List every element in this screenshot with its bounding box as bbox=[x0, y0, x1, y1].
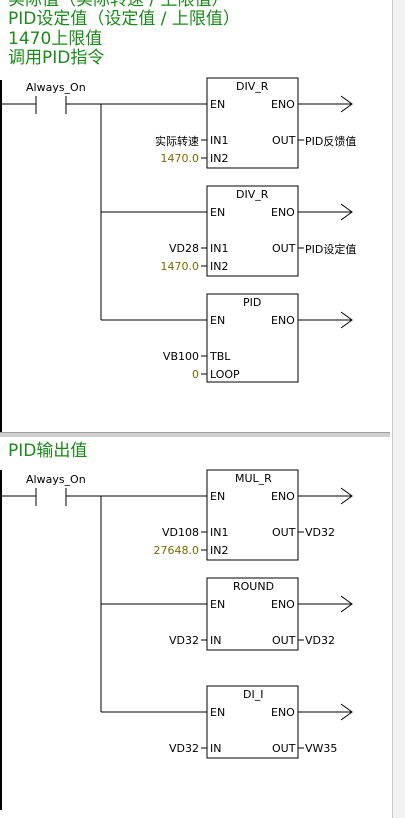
network2-contact[interactable] bbox=[2, 488, 207, 506]
round-en: EN bbox=[210, 598, 226, 611]
mul-in2-pin: IN2 bbox=[210, 544, 229, 557]
mul-in2-operand[interactable]: 27648.0 bbox=[153, 544, 200, 557]
block2-title: DIV_R bbox=[236, 188, 269, 201]
network1-comment-line2: 1470上限值 bbox=[8, 29, 103, 49]
network2-contact-label: Always_On bbox=[26, 473, 86, 486]
block1-out-operand[interactable]: PID反馈值 bbox=[305, 135, 357, 148]
di-i-eno: ENO bbox=[271, 706, 295, 719]
mul-out-pin: OUT bbox=[272, 526, 296, 539]
network1-comment-line3: 调用PID指令 bbox=[8, 48, 105, 68]
round-out-pin: OUT bbox=[272, 634, 296, 647]
network1-contact-label: Always_On bbox=[26, 81, 86, 94]
mul-in1-operand[interactable]: VD108 bbox=[162, 526, 199, 539]
div-r-block-1[interactable] bbox=[206, 77, 299, 169]
block2-out-pin: OUT bbox=[272, 242, 296, 255]
network1-power-rail bbox=[0, 80, 2, 432]
pid-loop-pin: LOOP bbox=[210, 368, 240, 381]
di-i-out-operand[interactable]: VW35 bbox=[305, 742, 338, 755]
pid-tbl-pin: TBL bbox=[210, 350, 231, 363]
block1-out-pin: OUT bbox=[272, 134, 296, 147]
block2-in2-pin: IN2 bbox=[210, 260, 229, 273]
di-i-in-pin: IN bbox=[210, 742, 222, 755]
di-i-in-operand[interactable]: VD32 bbox=[169, 742, 199, 755]
block1-en: EN bbox=[210, 98, 226, 111]
mul-out-operand[interactable]: VD32 bbox=[305, 526, 335, 539]
mul-title: MUL_R bbox=[235, 472, 272, 485]
block1-in2-pin: IN2 bbox=[210, 152, 229, 165]
div-r-block-2[interactable] bbox=[206, 185, 299, 277]
network-separator[interactable] bbox=[0, 432, 390, 437]
network1-contact[interactable] bbox=[2, 96, 207, 114]
round-block[interactable] bbox=[206, 577, 299, 651]
block1-in1-operand[interactable]: 实际转速 bbox=[155, 135, 199, 148]
pid-tbl-operand[interactable]: VB100 bbox=[162, 350, 199, 363]
di-i-block[interactable] bbox=[206, 685, 299, 759]
di-i-out-pin: OUT bbox=[272, 742, 296, 755]
pid-title: PID bbox=[243, 296, 262, 309]
block1-eno: ENO bbox=[271, 98, 295, 111]
round-out-operand[interactable]: VD32 bbox=[305, 634, 335, 647]
block2-in2-operand[interactable]: 1470.0 bbox=[160, 260, 200, 273]
block1-in2-operand[interactable]: 1470.0 bbox=[160, 152, 200, 165]
mul-eno: ENO bbox=[271, 490, 295, 503]
round-eno: ENO bbox=[271, 598, 295, 611]
block2-in1-operand[interactable]: VD28 bbox=[169, 242, 199, 255]
block1-title: DIV_R bbox=[236, 80, 269, 93]
block2-en: EN bbox=[210, 206, 226, 219]
block2-in1-pin: IN1 bbox=[210, 242, 229, 255]
network2-comment-line1: PID输出值 bbox=[8, 441, 88, 461]
block2-out-operand[interactable]: PID设定值 bbox=[305, 243, 357, 256]
block1-in1-pin: IN1 bbox=[210, 134, 229, 147]
round-title: ROUND bbox=[233, 580, 275, 593]
network1-comment-partial: 实际值（实际转速 / 上限值） bbox=[8, 0, 229, 10]
di-i-title: DI_I bbox=[243, 688, 264, 701]
mul-r-block[interactable] bbox=[206, 469, 299, 561]
di-i-en: EN bbox=[210, 706, 226, 719]
vertical-scrollbar[interactable] bbox=[392, 0, 405, 818]
round-in-pin: IN bbox=[210, 634, 222, 647]
mul-in1-pin: IN1 bbox=[210, 526, 229, 539]
network1-comment-line1: PID设定值（设定值 / 上限值） bbox=[8, 9, 240, 29]
network2-power-rail bbox=[0, 470, 2, 810]
round-in-operand[interactable]: VD32 bbox=[169, 634, 199, 647]
pid-en: EN bbox=[210, 314, 226, 327]
pid-loop-operand[interactable]: 0 bbox=[192, 368, 199, 381]
pid-block[interactable] bbox=[206, 293, 299, 383]
pid-eno: ENO bbox=[271, 314, 295, 327]
mul-en: EN bbox=[210, 490, 226, 503]
block2-eno: ENO bbox=[271, 206, 295, 219]
